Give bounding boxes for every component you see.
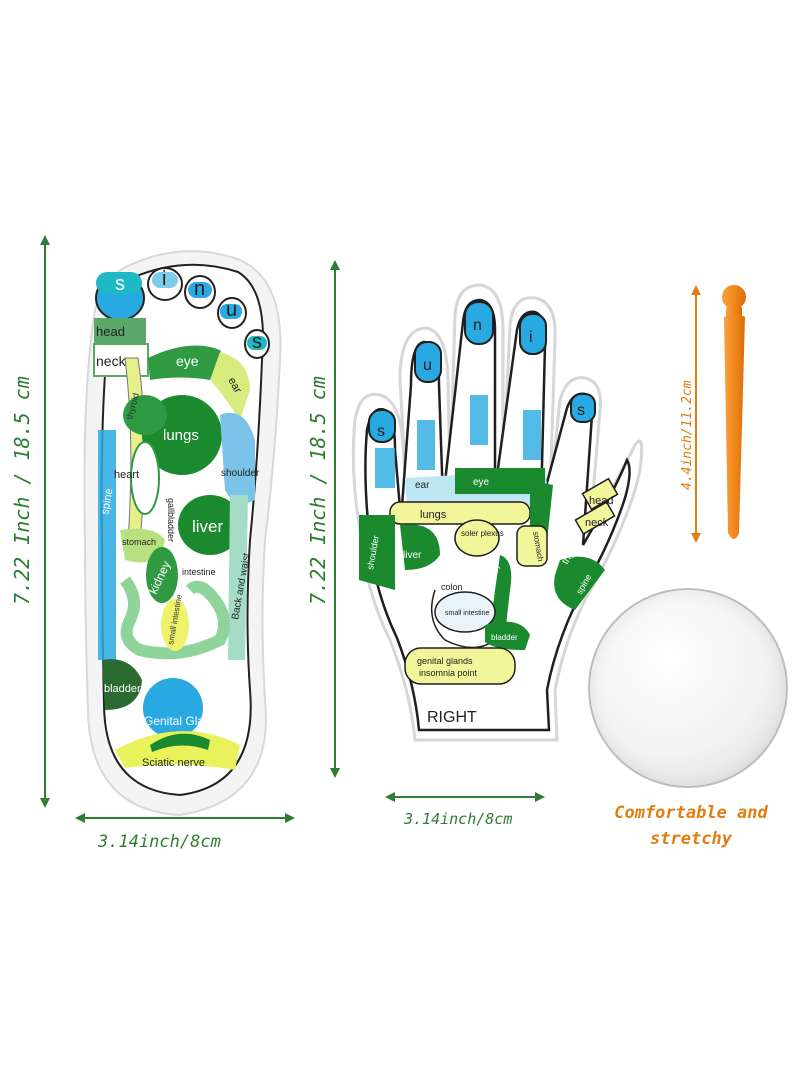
hand-label-liver: liver xyxy=(403,550,422,561)
hand-finger-letter-2: u xyxy=(423,357,432,374)
hand-label-insomnia-point: insomnia point xyxy=(419,668,478,678)
foot-label-spine: spine xyxy=(99,488,115,516)
foot-label-sciatic-nerve: Sciatic nerve xyxy=(142,757,205,769)
foot-label-neck: neck xyxy=(96,353,127,369)
fabric-caption-line-1: Comfortable and xyxy=(614,803,768,823)
foot-toe-letter-5: s xyxy=(252,331,262,353)
hand-label-eye: eye xyxy=(473,477,490,488)
foot-label-eye: eye xyxy=(176,353,199,369)
fabric-caption-line-2: stretchy xyxy=(650,829,732,849)
foot-label-shoulder: shoulder xyxy=(221,468,260,479)
massage-stick xyxy=(722,285,746,539)
foot-label-heart: heart xyxy=(114,469,139,481)
foot-height-arrow xyxy=(40,235,50,808)
foot-toe-letter-4: u xyxy=(226,299,237,321)
hand-finger-letter-3: n xyxy=(473,317,482,334)
hand-glove: s u n i s ear eye lungs soler plexus sho… xyxy=(351,283,644,742)
fabric-caption: Comfortable and stretchy xyxy=(596,800,786,852)
foot-width-label: 3.14inch/8cm xyxy=(98,832,221,852)
hand-label-neck: neck xyxy=(585,517,609,529)
hand-label-lungs: lungs xyxy=(420,509,447,521)
foot-label-gallbladder: gallbladder xyxy=(166,498,176,542)
hand-label-colon: colon xyxy=(441,582,463,592)
foot-toe-letter-1: s xyxy=(115,273,125,295)
hand-label-genital-glands: genital glands xyxy=(417,656,473,666)
foot-toe-letter-3: n xyxy=(194,278,205,300)
foot-height-label: 7.22 Inch / 18.5 cm xyxy=(10,376,34,605)
hand-label-small-intestine: small intestine xyxy=(445,610,489,617)
foot-label-head: head xyxy=(96,324,125,339)
hand-width-label: 3.14inch/8cm xyxy=(404,810,513,828)
hand-label-bladder: bladder xyxy=(491,633,518,642)
foot-label-liver: liver xyxy=(192,517,224,536)
hand-height-arrow xyxy=(330,260,340,778)
hand-finger-letter-4: i xyxy=(529,329,533,346)
hand-label-kidney: kidney xyxy=(488,564,501,588)
foot-width-arrow xyxy=(75,813,295,823)
fabric-swatch xyxy=(588,588,788,788)
foot-toe-letter-2: i xyxy=(162,268,166,290)
tool-length-arrow xyxy=(691,285,701,543)
hand-label-ear: ear xyxy=(415,480,430,491)
foot-label-intestine: intestine xyxy=(182,567,216,577)
hand-finger-letter-1: s xyxy=(377,423,385,440)
hand-width-arrow xyxy=(385,792,545,802)
foot-label-genital-gland: Genital Glan xyxy=(144,714,211,728)
hand-finger-letter-5: s xyxy=(577,402,585,419)
hand-label-head: head xyxy=(589,495,613,507)
foot-label-lungs: lungs xyxy=(163,427,199,444)
hand-label-side: RIGHT xyxy=(427,709,477,726)
foot-label-stomach: stomach xyxy=(122,537,156,547)
foot-sock: s i n u s head neck eye ear thyroid lung… xyxy=(83,250,282,817)
foot-label-bladder: bladder xyxy=(104,683,141,695)
hand-label-solar-plexus: soler plexus xyxy=(461,529,504,538)
